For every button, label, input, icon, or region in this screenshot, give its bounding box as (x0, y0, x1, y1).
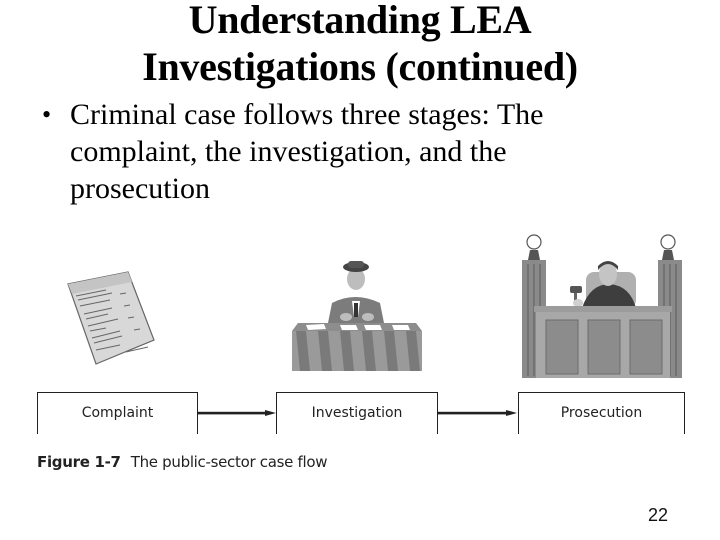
stage-label-complaint: Complaint (81, 404, 154, 421)
stage-label-prosecution: Prosecution (560, 404, 643, 421)
page-number: 22 (648, 505, 669, 525)
stage-box-complaint: Complaint (37, 392, 198, 434)
slide-title-line-2: Investigations (continued) (142, 44, 578, 89)
slide-title-line-1: Understanding LEA (188, 0, 532, 42)
figure-caption-text: The public-sector case flow (130, 453, 328, 471)
slide-title: Understanding LEA Investigations (contin… (0, 0, 720, 90)
judge-at-bench-icon (522, 234, 682, 378)
figure-caption-label: Figure 1-7 (37, 453, 121, 471)
stage-box-prosecution: Prosecution (518, 392, 685, 434)
arrow-right-icon (197, 410, 276, 416)
figure-caption: Figure 1-7 The public-sector case flow (37, 453, 328, 471)
investigator-at-desk-icon (292, 261, 422, 371)
complaint-document-icon (67, 271, 155, 365)
bullet-text: Criminal case follows three stages: The … (70, 98, 544, 205)
arrow-right-icon (437, 410, 517, 416)
bullet-marker: • (42, 100, 52, 129)
stage-box-investigation: Investigation (276, 392, 438, 434)
stage-label-investigation: Investigation (311, 404, 403, 421)
